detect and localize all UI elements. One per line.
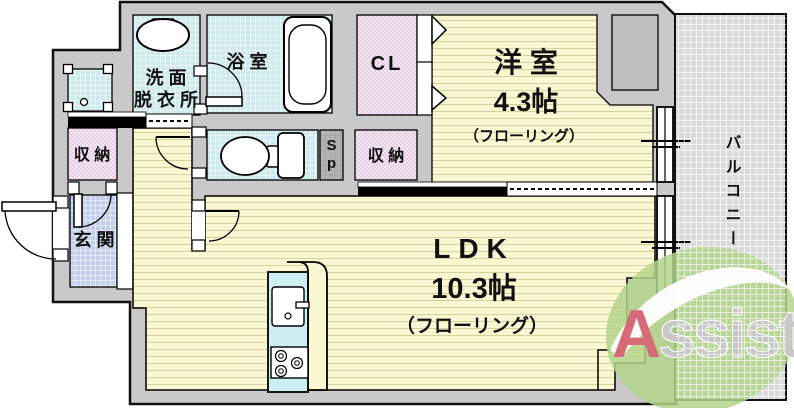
storage-left-label: 収 納 <box>74 145 110 164</box>
cl-folding-doors <box>416 14 448 116</box>
genkan-step <box>116 192 134 290</box>
sd-box <box>319 129 344 181</box>
assist-logo: Assist <box>605 15 794 408</box>
ldk-label: LDK <box>433 233 515 264</box>
laundry-drain-icon <box>62 63 114 113</box>
bathroom-label: 浴 室 <box>226 51 267 72</box>
washroom-label-line2: 脱 衣 所 <box>134 89 198 110</box>
storage-genkan-door <box>67 181 118 228</box>
western-ldk-sliding-door <box>506 181 658 197</box>
toilet-door <box>155 126 207 179</box>
kitchen-sink <box>271 286 310 327</box>
storage-mid-label: 収 納 <box>368 146 404 165</box>
sd-label-s: S <box>326 137 336 154</box>
genkan-wall-band <box>67 111 147 128</box>
shaft-inset <box>611 14 659 91</box>
closet-cl-label: CL <box>371 53 404 75</box>
western-room-floor-note: （フローリング） <box>464 127 584 145</box>
balcony-grid-overlay <box>676 15 786 399</box>
washbasin <box>136 18 190 52</box>
western-room-size: 4.3帖 <box>494 87 559 117</box>
washroom-label-line1: 洗 面 <box>145 67 186 88</box>
storage-mid-floor <box>354 129 418 181</box>
ldk-door <box>191 199 240 252</box>
sd-label-d: d <box>327 156 336 173</box>
toilet-fixture <box>220 132 305 179</box>
western-room-label: 洋 室 <box>494 46 558 78</box>
entrance-door <box>1 195 69 262</box>
western-ldk-wall-band <box>357 181 508 196</box>
balcony-label: バルコニー <box>723 134 742 254</box>
kitchen-stove <box>270 346 309 379</box>
western-room-window <box>641 106 691 183</box>
ldk-size: 10.3帖 <box>431 272 516 305</box>
closet-cl-floor <box>356 14 418 116</box>
ldk-floor-note: （フローリング） <box>396 314 548 337</box>
bathroom-door <box>193 62 243 115</box>
genkan-label: 玄 関 <box>73 229 114 250</box>
washroom-sliding-door <box>145 113 193 129</box>
kitchen-unit <box>267 261 328 393</box>
bathtub <box>283 16 332 113</box>
